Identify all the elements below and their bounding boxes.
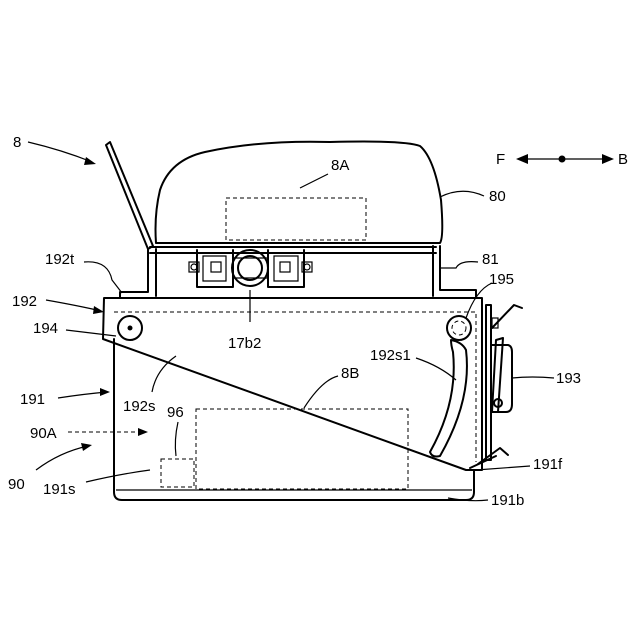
panel-192 [103,298,482,470]
label-194: 194 [33,320,58,337]
mechanism-17b2 [189,250,312,287]
label-90: 90 [8,476,25,493]
label-17b2: 17b2 [228,335,261,352]
upper-body-80 [156,142,443,244]
region-96 [161,459,194,487]
label-191: 191 [20,391,45,408]
label-192t: 192t [45,251,75,268]
latch-193 [470,305,522,468]
label-8: 8 [13,134,21,151]
label-191s: 191s [43,481,76,498]
bracket-81 [433,246,476,298]
pivot-195-inner [452,321,466,335]
label-192s1: 192s1 [370,347,411,364]
lever-arm [106,142,153,249]
leader-lines [28,142,554,501]
label-195: 195 [489,271,514,288]
label-191f: 191f [533,456,563,473]
direction-indicator [516,154,614,164]
pivot-195 [447,316,471,340]
slot-192s1 [430,340,467,457]
label-90a: 90A [30,425,57,442]
label-191b: 191b [491,492,524,509]
label-192: 192 [12,293,37,310]
direction-label-back: B [618,151,628,168]
panel-192-dashed-outline [114,312,476,462]
region-8b [196,409,408,489]
label-8a: 8A [331,157,349,174]
label-192s: 192s [123,398,156,415]
direction-label-front: F [496,151,505,168]
label-96: 96 [167,404,184,421]
label-80: 80 [489,188,506,205]
label-193: 193 [556,370,581,387]
label-8b: 8B [341,365,359,382]
label-81: 81 [482,251,499,268]
bracket-left [120,249,156,298]
pivot-194-center [128,326,133,331]
region-8a [226,198,366,240]
